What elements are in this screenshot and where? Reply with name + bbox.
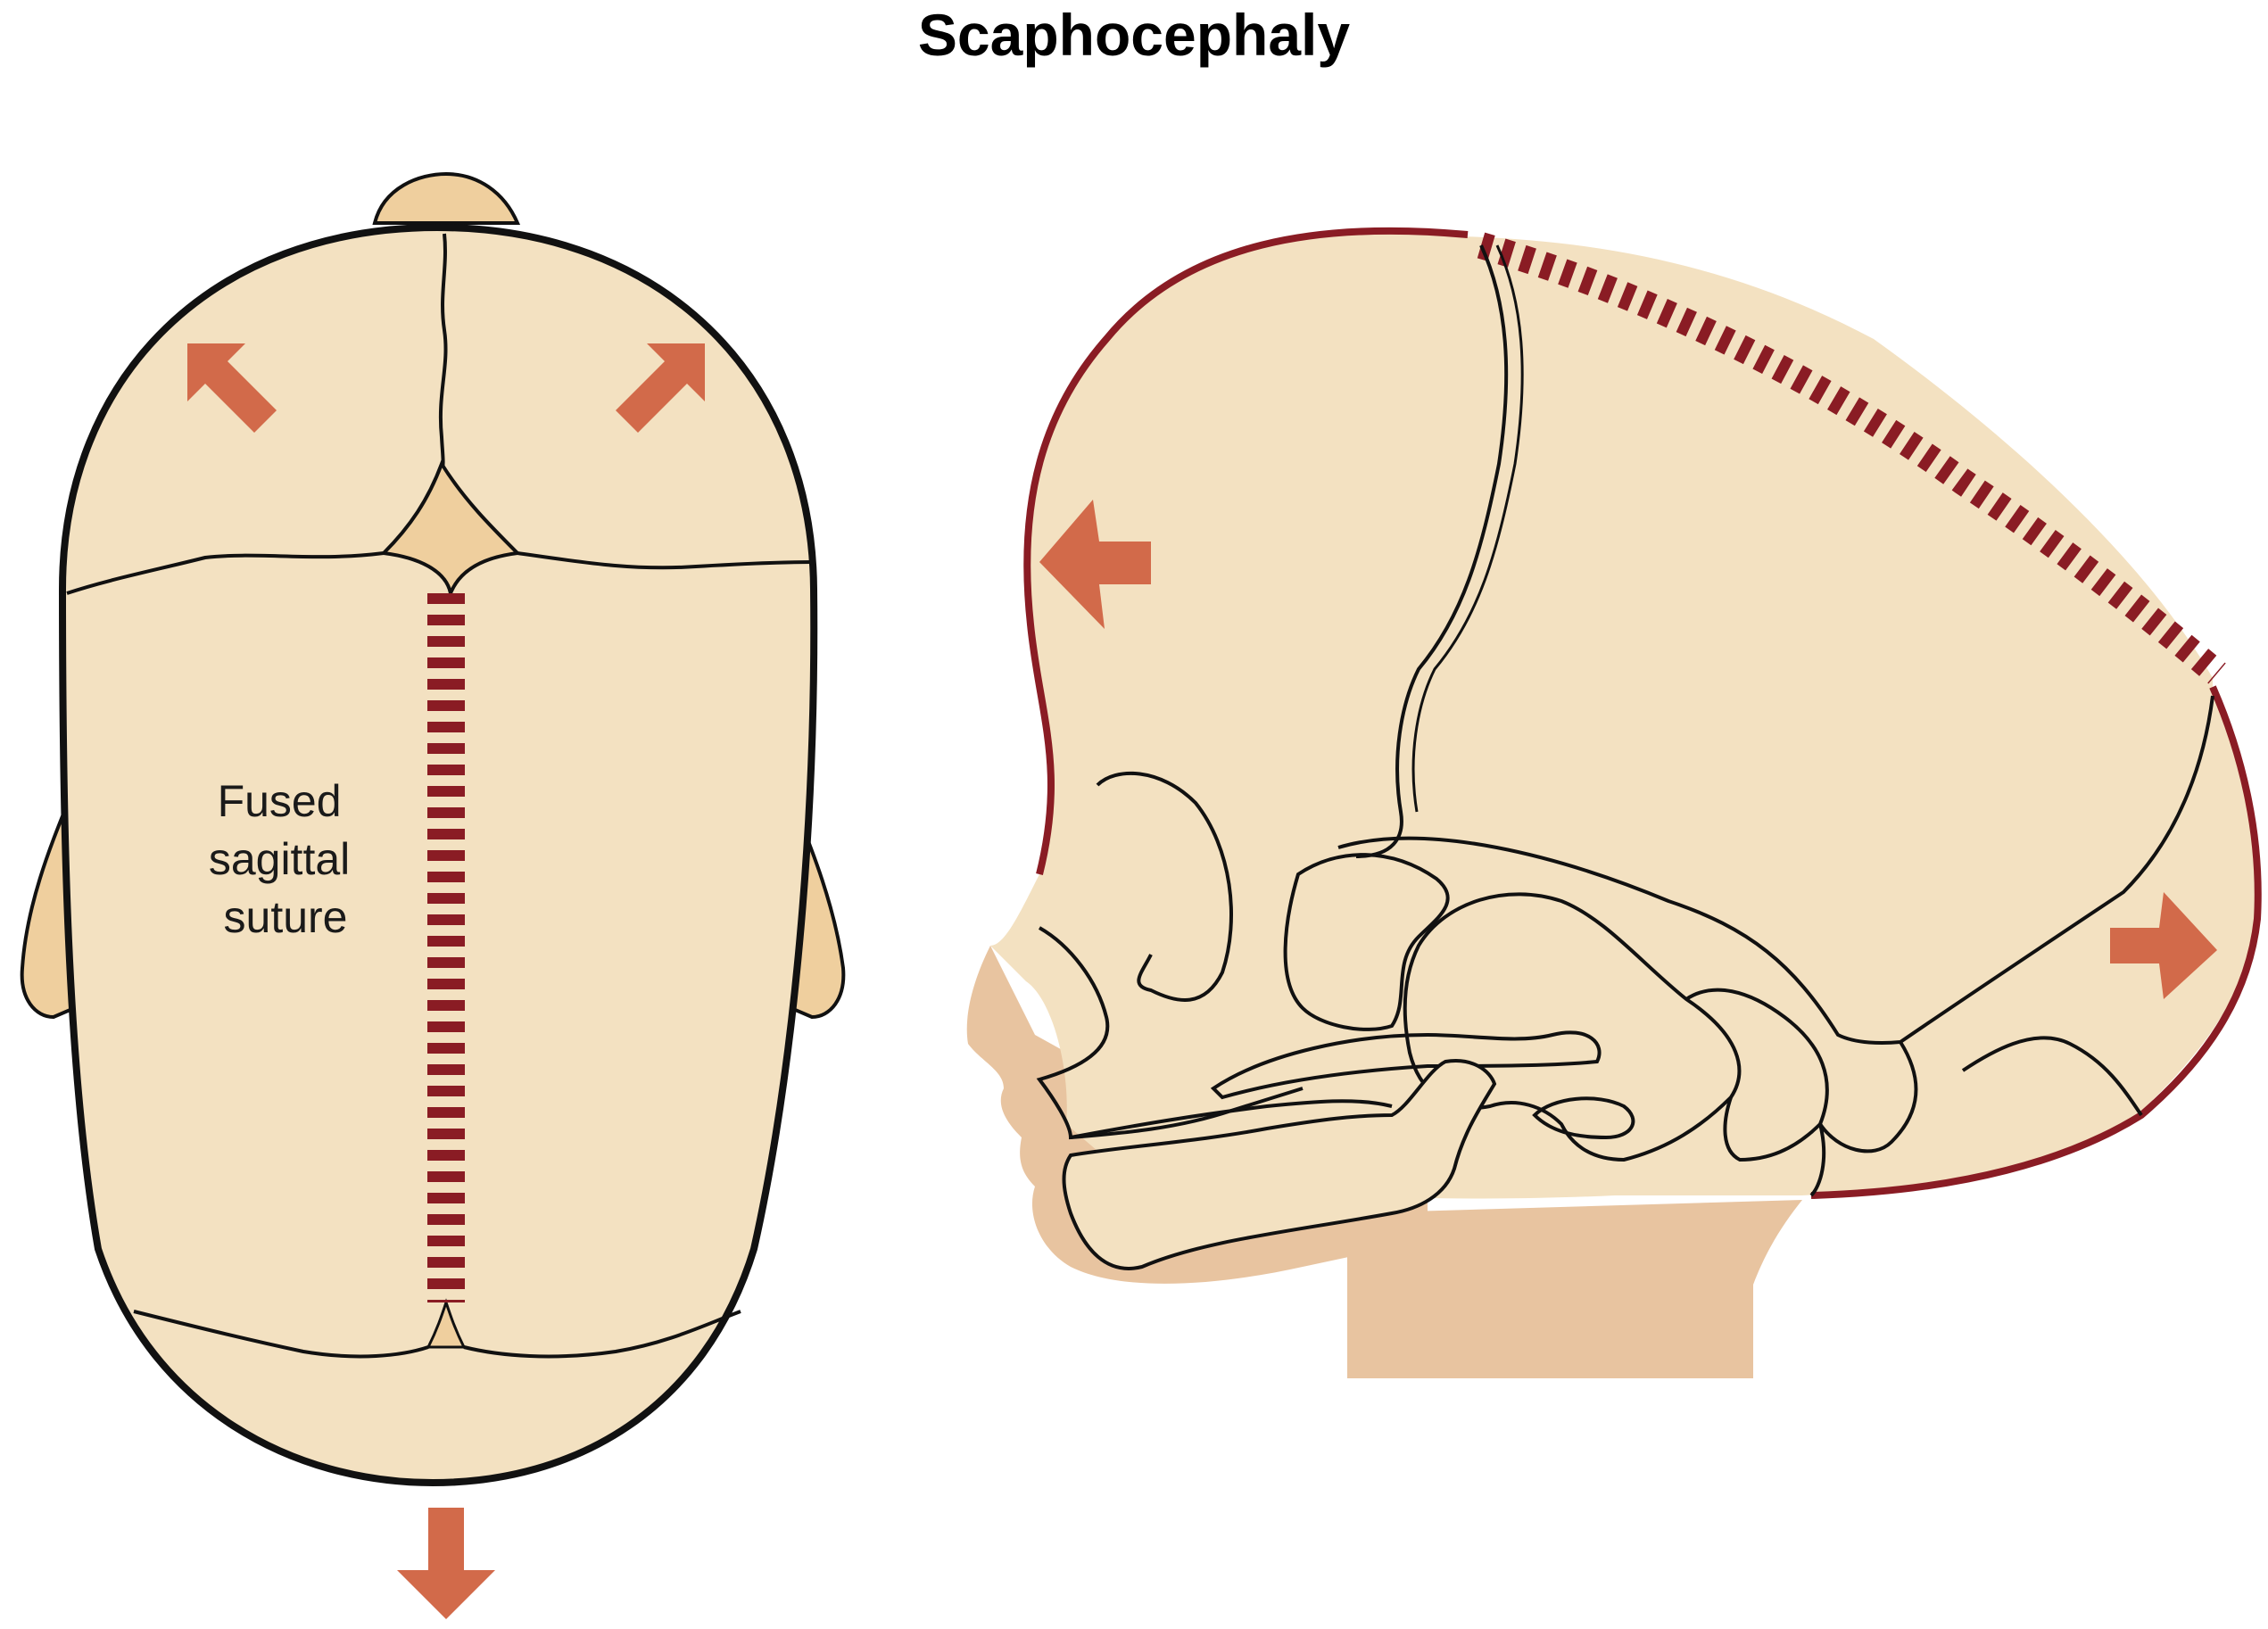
- sphenoid-bone: [1283, 853, 1450, 1031]
- label-line-2: sagittal: [209, 834, 350, 884]
- neck: [1347, 1200, 1802, 1378]
- label-line-3: suture: [224, 892, 348, 942]
- fused-sagittal-suture-lateral: [1477, 232, 2226, 684]
- teeth-line: [1070, 1099, 1393, 1139]
- orbit: [1096, 771, 1233, 1002]
- arrow-icon: [2110, 892, 2217, 999]
- posterior-fontanelle: [426, 1298, 467, 1349]
- arrow-icon: [616, 343, 705, 433]
- occipital-lower: [1809, 1040, 1918, 1197]
- cranium-lateral: [990, 232, 2257, 1199]
- coronal-suture-lateral: [1355, 244, 1509, 858]
- lambdoid-suture-lateral: [1961, 1036, 2143, 1117]
- fused-suture-label: Fused sagittal suture: [209, 776, 362, 942]
- label-line-1: Fused: [218, 776, 342, 826]
- lambdoid-suture: [133, 1310, 741, 1359]
- arrow-icon: [187, 343, 277, 433]
- skull-lateral-view: [966, 227, 2262, 1378]
- arrow-icon: [1039, 500, 1151, 629]
- coronal-suture: [66, 551, 813, 595]
- nose-top-view: [372, 171, 521, 225]
- zygomatic-arch: [1210, 1030, 1602, 1100]
- arrow-icon: [397, 1508, 495, 1619]
- metopic-suture: [438, 233, 448, 474]
- mastoid: [1684, 988, 1829, 1162]
- ear-canal: [1532, 1096, 1635, 1140]
- skull-top-view: Fused sagittal suture: [20, 171, 846, 1619]
- cranium-outline-back: [1810, 685, 2262, 1199]
- cranium-outline-front: [1023, 227, 1469, 875]
- figure-title: Scaphocephaly: [917, 2, 1351, 68]
- coronal-suture-lateral-inner: [1411, 244, 1524, 813]
- maxilla: [1036, 926, 1304, 1140]
- squamosal-suture: [1337, 695, 2214, 1046]
- mandible: [1062, 1059, 1497, 1270]
